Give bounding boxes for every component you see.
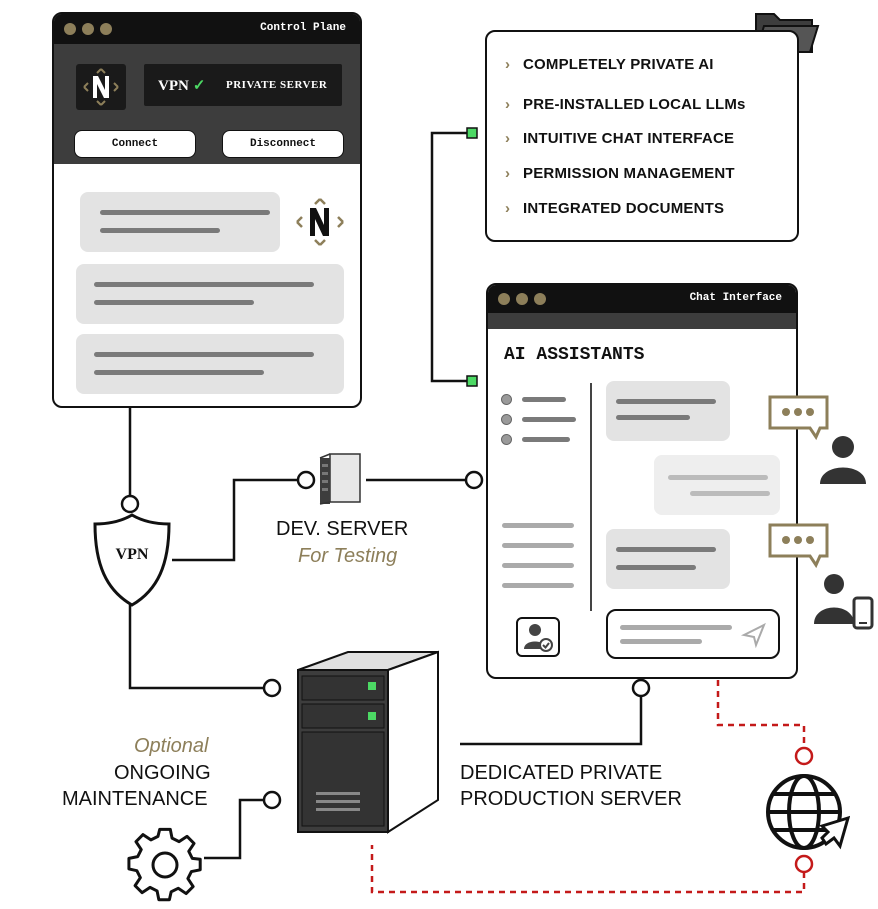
user-settings-icon[interactable] xyxy=(516,617,560,657)
vpn-shield-label: VPN xyxy=(115,546,149,563)
feature-item: COMPLETELY PRIVATE AI xyxy=(523,56,714,73)
chat-titlebar: Chat Interface xyxy=(488,285,796,313)
production-server-icon xyxy=(296,650,440,834)
brand-logo-icon xyxy=(292,196,348,248)
chevron-right-icon: › xyxy=(505,200,510,217)
user-message-bubble xyxy=(654,455,780,515)
chat-interface-window: Chat Interface AI ASSISTANTS xyxy=(486,283,798,679)
feature-item: PRE-INSTALLED LOCAL LLMs xyxy=(523,96,746,113)
features-panel: › COMPLETELY PRIVATE AI › PRE-INSTALLED … xyxy=(485,30,799,242)
chat-divider xyxy=(590,383,592,611)
disconnect-button[interactable]: Disconnect xyxy=(222,130,344,158)
mobile-user-icon xyxy=(812,570,876,630)
maintenance-optional: Optional xyxy=(134,735,209,757)
gear-icon xyxy=(124,820,206,902)
window-dot-maximize[interactable] xyxy=(534,293,546,305)
speech-bubble-icon xyxy=(766,394,832,444)
placeholder-card xyxy=(80,192,280,252)
brand-logo-icon xyxy=(76,64,126,110)
maintenance-line1: ONGOING xyxy=(114,762,211,784)
window-dot-minimize[interactable] xyxy=(82,23,94,35)
vpn-label: VPN xyxy=(158,78,189,94)
feature-item: INTEGRATED DOCUMENTS xyxy=(523,200,725,217)
control-plane-window: Control Plane VPN✓ PRIVATE SERVER Connec… xyxy=(52,12,362,408)
maintenance-line2: MAINTENANCE xyxy=(62,788,208,810)
chat-toolbar xyxy=(488,313,796,329)
vpn-shield-icon xyxy=(92,512,172,608)
dev-server-title: DEV. SERVER xyxy=(276,518,409,540)
connect-button[interactable]: Connect xyxy=(74,130,196,158)
dev-server-icon xyxy=(318,450,364,506)
window-dot-close[interactable] xyxy=(64,23,76,35)
globe-icon xyxy=(764,770,851,854)
server-label: PRIVATE SERVER xyxy=(226,79,328,91)
placeholder-card xyxy=(76,264,344,324)
feature-item: PERMISSION MANAGEMENT xyxy=(523,165,735,182)
control-plane-title: Control Plane xyxy=(260,22,346,34)
assistant-radio[interactable] xyxy=(501,434,512,445)
chat-heading: AI ASSISTANTS xyxy=(504,345,645,365)
vpn-check-icon: ✓ xyxy=(192,78,206,94)
window-dot-close[interactable] xyxy=(498,293,510,305)
speech-bubble-icon xyxy=(766,522,832,572)
chevron-right-icon: › xyxy=(505,130,510,147)
chat-input[interactable] xyxy=(606,609,780,659)
production-label-line2: PRODUCTION SERVER xyxy=(460,788,682,810)
chevron-right-icon: › xyxy=(505,165,510,182)
assistant-radio[interactable] xyxy=(501,394,512,405)
placeholder-card xyxy=(76,334,344,394)
user-avatar-icon xyxy=(818,432,868,486)
send-icon[interactable] xyxy=(740,621,768,649)
chevron-right-icon: › xyxy=(505,96,510,113)
assistant-message-bubble xyxy=(606,381,730,441)
assistant-radio[interactable] xyxy=(501,414,512,425)
assistant-message-bubble xyxy=(606,529,730,589)
window-dot-minimize[interactable] xyxy=(516,293,528,305)
control-plane-titlebar: Control Plane xyxy=(54,14,360,44)
chevron-right-icon: › xyxy=(505,56,510,73)
chat-window-title: Chat Interface xyxy=(689,292,782,304)
feature-item: INTUITIVE CHAT INTERFACE xyxy=(523,130,735,147)
production-label-line1: DEDICATED PRIVATE xyxy=(460,762,663,784)
vpn-status-panel: VPN✓ PRIVATE SERVER xyxy=(144,64,342,106)
dev-server-subtitle: For Testing xyxy=(298,545,398,567)
window-dot-maximize[interactable] xyxy=(100,23,112,35)
